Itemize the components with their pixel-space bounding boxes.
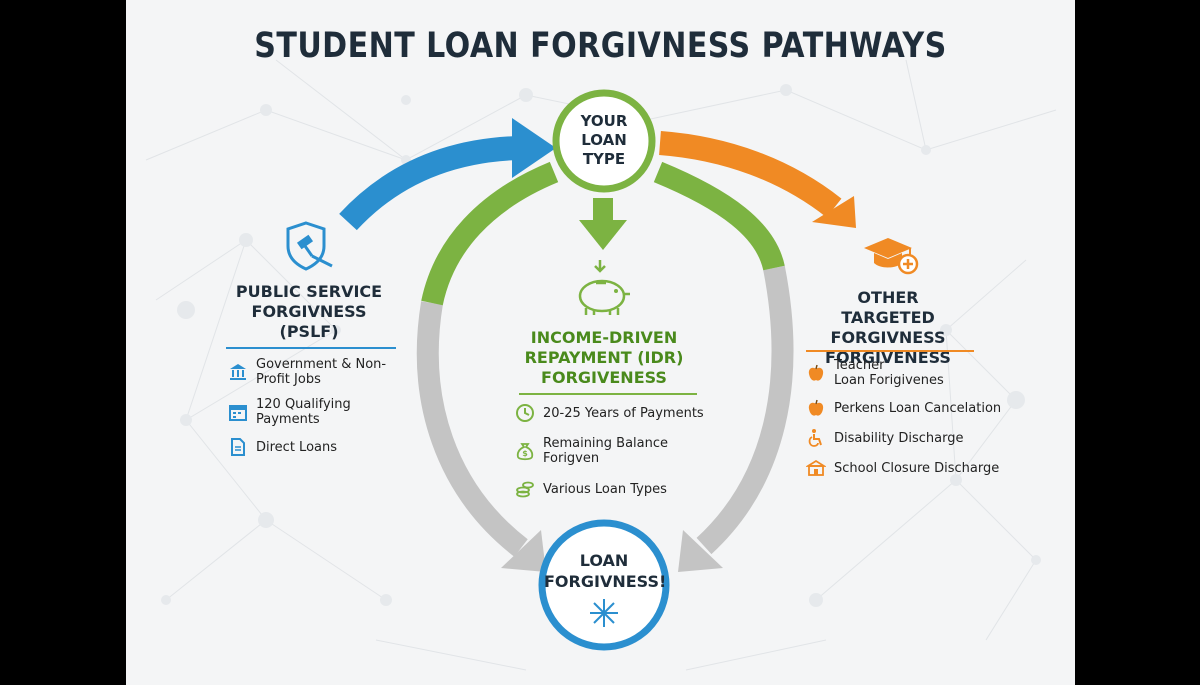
right-gray-arrowhead: [678, 530, 723, 572]
loan-forgiveness-circle: [538, 519, 670, 651]
wheelchair-icon: [806, 428, 826, 448]
list-item: Government & Non- Profit Jobs: [228, 357, 418, 387]
pslf-heading: PUBLIC SERVICE FORGIVNESS (PSLF): [235, 282, 383, 341]
pslf-list: Government & Non- Profit Jobs 120 Qualif…: [228, 357, 418, 457]
idr-divider: [519, 393, 697, 395]
other-divider: [806, 350, 974, 352]
calendar-icon: [228, 402, 248, 422]
other-list: Teacher Loan Forigivenes Perkens Loan Ca…: [806, 358, 1006, 478]
network-dots: [161, 84, 1041, 607]
infographic-canvas: STUDENT LOAN FORGIVNESS PATHWAYS YOUR LO…: [126, 0, 1075, 685]
green-down-arrow: [579, 198, 627, 250]
idr-heading: INCOME-DRIVEN REPAYMENT (IDR) FORGIVENES…: [524, 328, 684, 387]
graduation-cap-plus-icon: [864, 238, 919, 275]
bank-icon: [228, 362, 248, 382]
loan-forgiveness-label: LOAN FORGIVNESS!: [544, 551, 667, 591]
right-gray-arc: [696, 265, 794, 555]
piggy-bank-icon: [578, 260, 630, 315]
svg-text:$: $: [522, 449, 528, 458]
orange-arrow: [659, 131, 842, 218]
pslf-divider: [226, 347, 396, 349]
list-item: Teacher Loan Forigivenes: [806, 358, 1006, 388]
list-item: 120 Qualifying Payments: [228, 397, 418, 427]
apple-icon: [806, 363, 826, 383]
list-item: Direct Loans: [228, 437, 418, 457]
left-green-arc: [421, 161, 559, 306]
apple-icon: [806, 398, 826, 418]
left-gray-arc: [416, 301, 528, 557]
your-loan-type-label: YOUR LOAN TYPE: [580, 112, 628, 168]
clock-icon: [515, 403, 535, 423]
list-item: 20-25 Years of Payments: [515, 403, 725, 423]
your-loan-type-circle: [552, 89, 656, 193]
list-item: Perkens Loan Cancelation: [806, 398, 1006, 418]
shield-gavel-icon: [286, 221, 333, 271]
orange-arrowhead: [812, 196, 856, 228]
document-icon: [228, 437, 248, 457]
blue-arrowhead: [512, 118, 556, 178]
list-item: Various Loan Types: [515, 479, 725, 499]
blue-arrow: [339, 136, 519, 231]
list-item: School Closure Discharge: [806, 458, 1006, 478]
school-icon: [806, 458, 826, 478]
money-bag-icon: $: [515, 441, 535, 461]
list-item: $ Remaining Balance Forigven: [515, 436, 725, 466]
right-green-arc: [653, 161, 785, 271]
coins-icon: [515, 479, 535, 499]
sparkle-icon: [590, 599, 618, 627]
list-item: Disability Discharge: [806, 428, 1006, 448]
page-title: STUDENT LOAN FORGIVNESS PATHWAYS: [254, 26, 947, 66]
idr-list: 20-25 Years of Payments $ Remaining Bala…: [515, 403, 725, 499]
pathway-diagram: [145, 59, 1057, 671]
left-gray-arrowhead: [501, 530, 546, 572]
other-heading: OTHER TARGETED FORGIVNESS FORGIVENESS: [825, 288, 951, 367]
